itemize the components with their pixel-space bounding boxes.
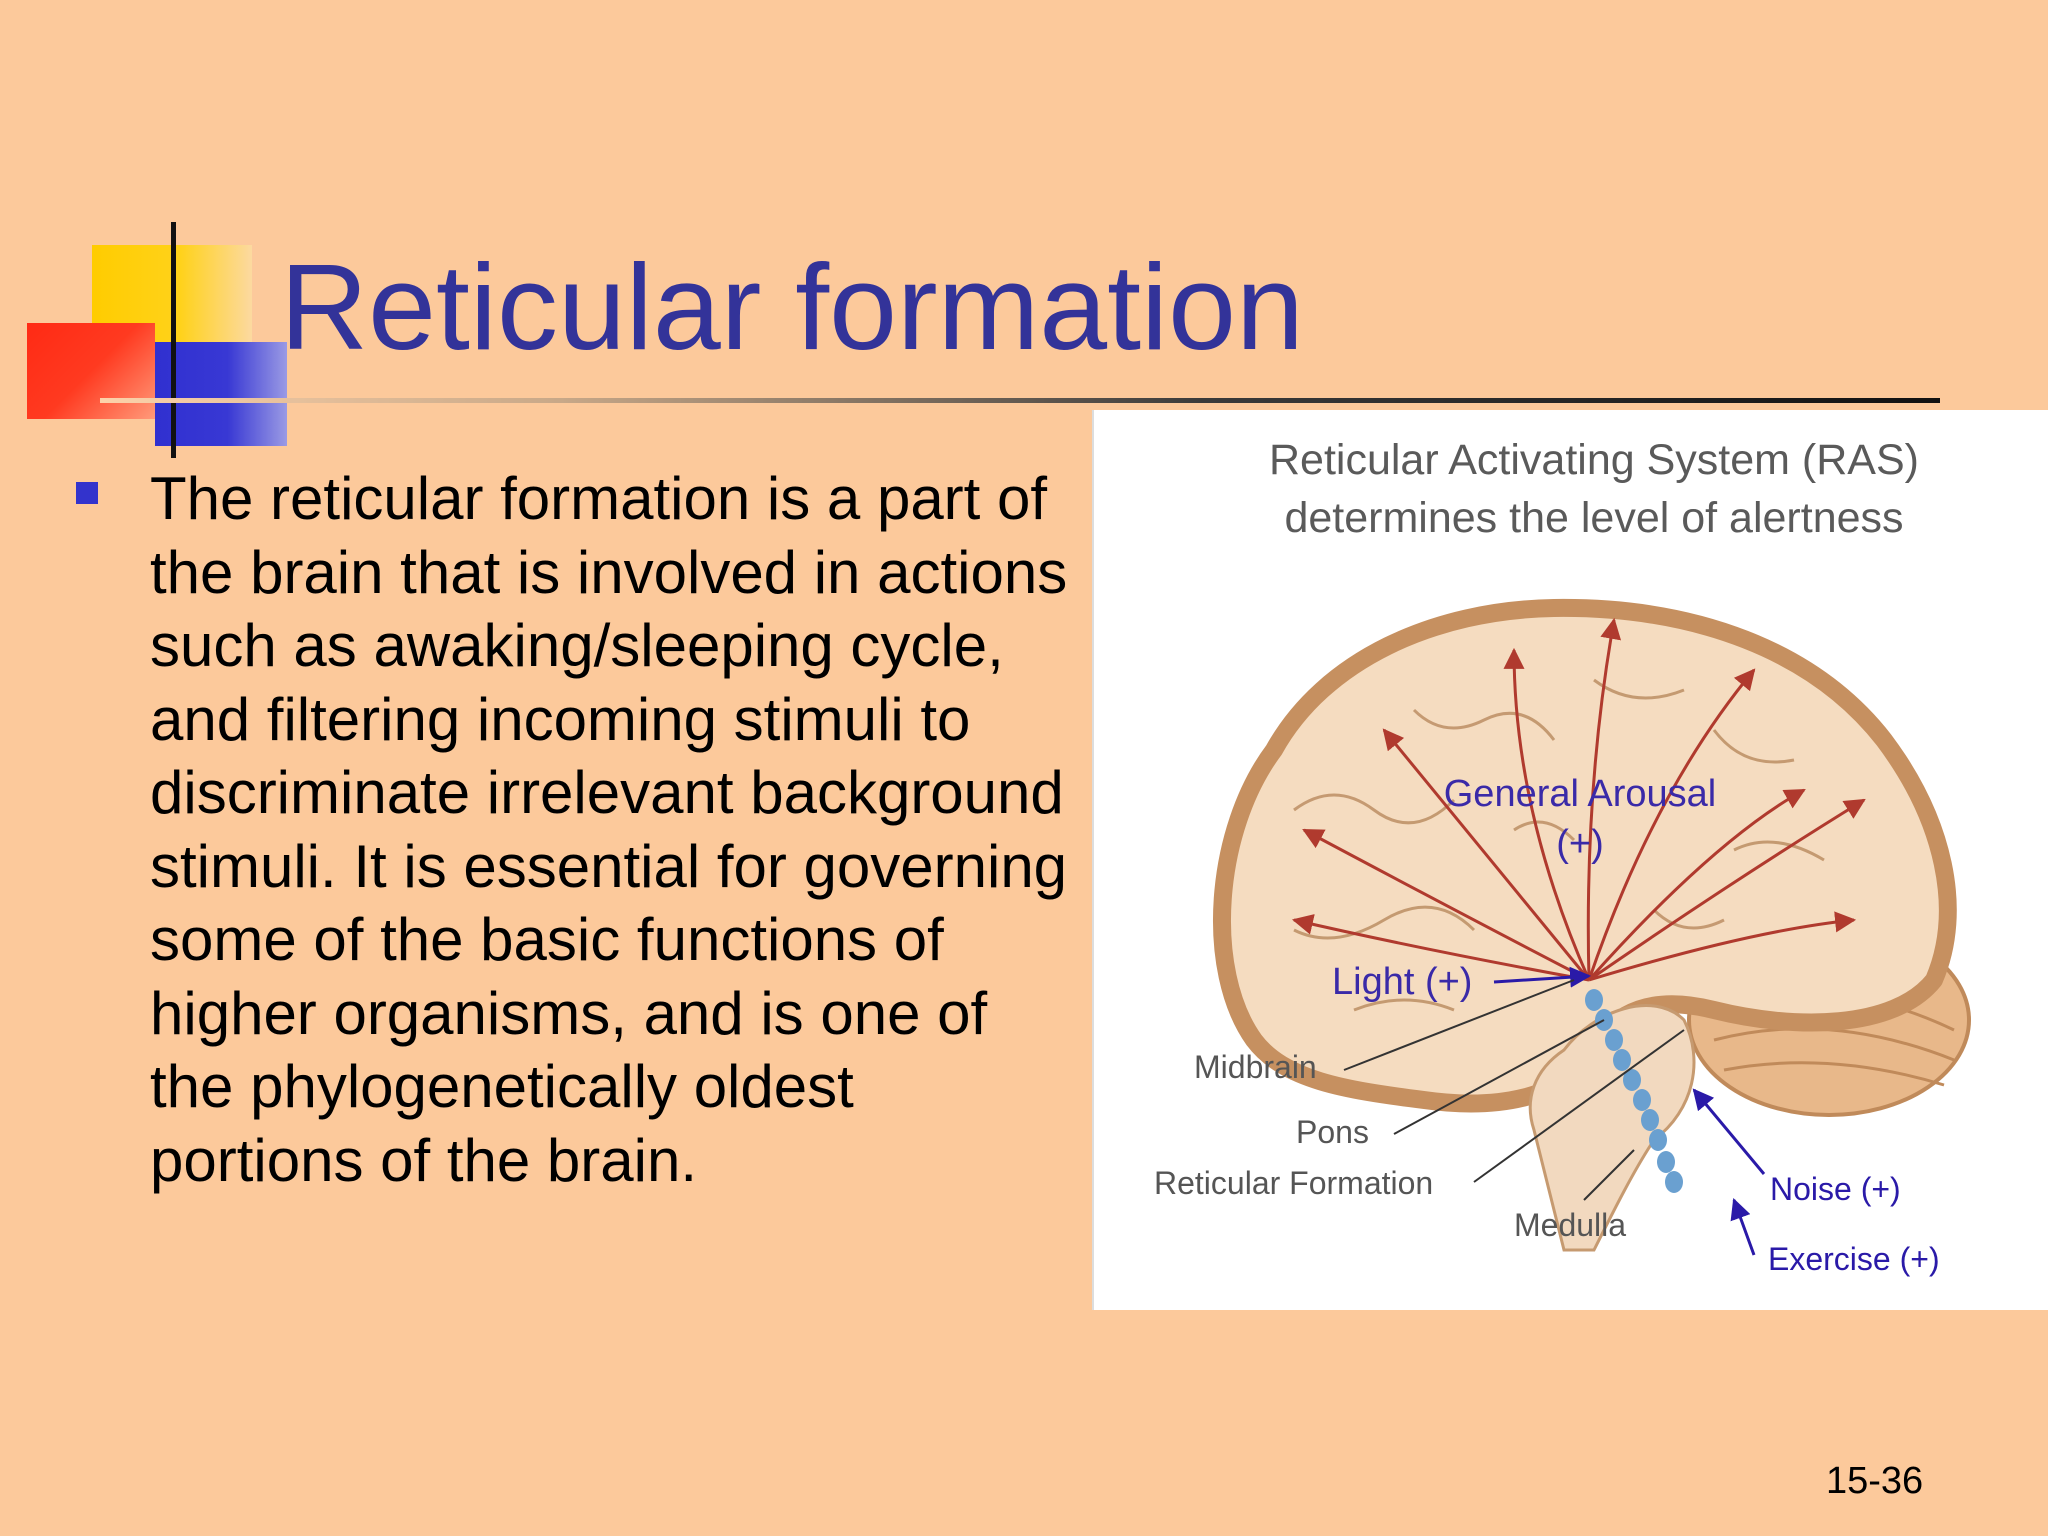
ras-figure: Reticular Activating System (RAS) determ… bbox=[1092, 410, 2048, 1310]
figure-title-line-1: Reticular Activating System (RAS) bbox=[1269, 436, 1919, 484]
arousal-arrows bbox=[1291, 617, 1866, 982]
exercise-arrow bbox=[1730, 1198, 1756, 1256]
label-noise: Noise (+) bbox=[1770, 1171, 1901, 1207]
decor-blue-square bbox=[155, 342, 287, 446]
pons-leader bbox=[1393, 1019, 1605, 1135]
label-pons: Pons bbox=[1296, 1114, 1369, 1150]
label-midbrain: Midbrain bbox=[1194, 1049, 1317, 1085]
brainstem bbox=[1528, 1004, 1696, 1252]
label-exercise: Exercise (+) bbox=[1768, 1241, 1940, 1277]
label-general-arousal: General Arousal bbox=[1444, 773, 1717, 815]
title-underline bbox=[100, 398, 1940, 403]
label-general-arousal-plus: (+) bbox=[1556, 823, 1604, 865]
reticular-leader bbox=[1473, 1029, 1685, 1183]
decor-red-square bbox=[27, 323, 155, 419]
slide-title: Reticular formation bbox=[280, 239, 1304, 375]
label-reticular-formation: Reticular Formation bbox=[1154, 1165, 1433, 1201]
label-light: Light (+) bbox=[1332, 961, 1472, 1003]
noise-arrow bbox=[1692, 1088, 1766, 1175]
bullet-text: The reticular formation is a part of the… bbox=[150, 465, 1068, 1194]
brain-illustration: General Arousal (+) Light (+) Midbrain P… bbox=[1154, 598, 1971, 1277]
page-number: 15-36 bbox=[1826, 1460, 1924, 1502]
figure-title-line-2: determines the level of alertness bbox=[1284, 494, 1904, 542]
light-arrow bbox=[1493, 966, 1592, 988]
medulla-leader bbox=[1583, 1149, 1635, 1201]
label-medulla: Medulla bbox=[1514, 1207, 1626, 1243]
midbrain-leader bbox=[1343, 979, 1575, 1071]
bullet-square-icon bbox=[76, 482, 98, 504]
decor-vertical-line bbox=[171, 222, 176, 458]
